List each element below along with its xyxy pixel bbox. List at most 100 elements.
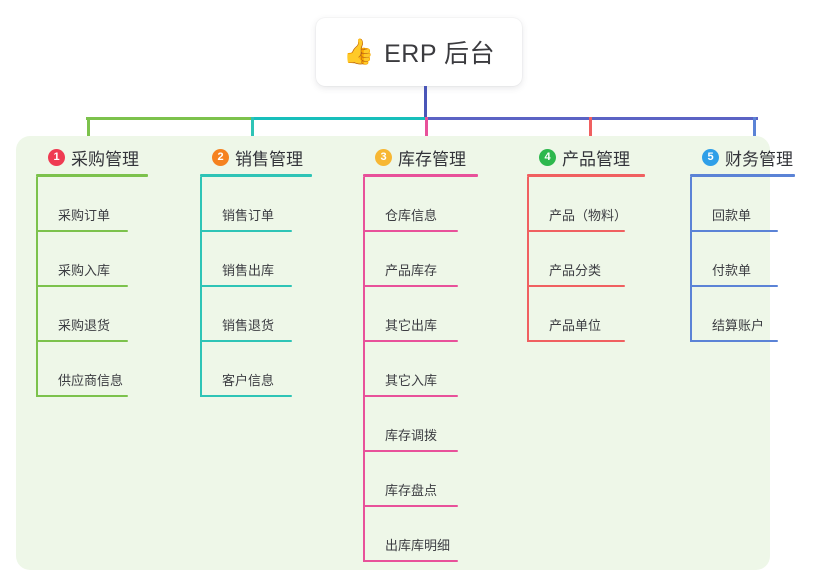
branch-column-库存管理: 3 库存管理仓库信息产品库存其它出库其它入库库存调拨库存盘点出库库明细 bbox=[363, 144, 478, 562]
leaf-label: 采购退货 bbox=[58, 318, 111, 333]
branch-title: 财务管理 bbox=[725, 149, 793, 169]
leaf-label: 产品分类 bbox=[549, 263, 602, 278]
branch-header-财务管理[interactable]: 5 财务管理 bbox=[690, 144, 795, 170]
branch-header-库存管理[interactable]: 3 库存管理 bbox=[363, 144, 478, 170]
branch-underline bbox=[690, 174, 795, 177]
leaf-underline bbox=[690, 285, 778, 287]
bar-segment-green bbox=[86, 117, 251, 120]
leaf-underline bbox=[690, 230, 778, 232]
thumbs-up-icon: 👍 bbox=[342, 37, 375, 66]
leaf-item[interactable]: 付款单 bbox=[690, 232, 795, 287]
leaf-item[interactable]: 客户信息 bbox=[200, 342, 312, 397]
branch-trunk bbox=[363, 177, 365, 562]
leaf-label: 销售出库 bbox=[222, 263, 275, 278]
leaf-label: 回款单 bbox=[712, 208, 752, 223]
leaf-underline bbox=[200, 285, 292, 287]
root-title: ERP 后台 bbox=[384, 40, 496, 68]
leaf-item[interactable]: 销售出库 bbox=[200, 232, 312, 287]
branch-column-财务管理: 5 财务管理回款单付款单结算账户 bbox=[690, 144, 795, 342]
leaf-item[interactable]: 库存盘点 bbox=[363, 452, 478, 507]
leaf-underline bbox=[363, 230, 458, 232]
branch-trunk bbox=[690, 177, 692, 342]
branch-badge-5: 5 bbox=[702, 148, 719, 166]
drop-line-4 bbox=[589, 117, 592, 150]
leaf-label: 库存盘点 bbox=[385, 483, 438, 498]
leaf-item[interactable]: 产品（物料） bbox=[527, 177, 645, 232]
branch-column-采购管理: 1 采购管理采购订单采购入库采购退货供应商信息 bbox=[36, 144, 148, 397]
leaf-underline bbox=[200, 395, 292, 397]
leaf-underline bbox=[363, 560, 458, 562]
leaf-label: 销售退货 bbox=[222, 318, 275, 333]
leaf-underline bbox=[363, 450, 458, 452]
leaf-item[interactable]: 销售退货 bbox=[200, 287, 312, 342]
leaf-underline bbox=[363, 395, 458, 397]
leaf-label: 付款单 bbox=[712, 263, 752, 278]
leaf-item[interactable]: 产品库存 bbox=[363, 232, 478, 287]
leaf-underline bbox=[36, 340, 128, 342]
leaf-item[interactable]: 销售订单 bbox=[200, 177, 312, 232]
leaf-label: 产品（物料） bbox=[549, 208, 628, 223]
branch-trunk bbox=[527, 177, 529, 342]
branch-header-销售管理[interactable]: 2 销售管理 bbox=[200, 144, 312, 170]
leaf-item[interactable]: 其它入库 bbox=[363, 342, 478, 397]
leaf-item[interactable]: 产品单位 bbox=[527, 287, 645, 342]
leaf-item[interactable]: 仓库信息 bbox=[363, 177, 478, 232]
leaf-list: 采购订单采购入库采购退货供应商信息 bbox=[36, 177, 148, 397]
root-node[interactable]: 👍 ERP 后台 bbox=[316, 18, 522, 86]
branch-badge-3: 3 bbox=[375, 148, 392, 166]
bar-segment-teal bbox=[251, 117, 425, 120]
branches-panel bbox=[16, 136, 770, 570]
branch-title: 产品管理 bbox=[562, 149, 630, 169]
branch-underline bbox=[527, 174, 645, 177]
leaf-item[interactable]: 供应商信息 bbox=[36, 342, 148, 397]
branch-badge-2: 2 bbox=[212, 148, 229, 166]
branch-title: 库存管理 bbox=[398, 149, 466, 169]
leaf-label: 客户信息 bbox=[222, 373, 275, 388]
drop-line-1 bbox=[87, 117, 90, 150]
leaf-item[interactable]: 回款单 bbox=[690, 177, 795, 232]
leaf-label: 产品单位 bbox=[549, 318, 602, 333]
leaf-label: 销售订单 bbox=[222, 208, 275, 223]
leaf-underline bbox=[363, 285, 458, 287]
leaf-item[interactable]: 出库库明细 bbox=[363, 507, 478, 562]
leaf-label: 供应商信息 bbox=[58, 373, 124, 388]
drop-line-3 bbox=[425, 117, 428, 150]
leaf-item[interactable]: 采购退货 bbox=[36, 287, 148, 342]
leaf-underline bbox=[363, 340, 458, 342]
leaf-item[interactable]: 产品分类 bbox=[527, 232, 645, 287]
leaf-item[interactable]: 采购入库 bbox=[36, 232, 148, 287]
leaf-label: 其它出库 bbox=[385, 318, 438, 333]
leaf-label: 产品库存 bbox=[385, 263, 438, 278]
leaf-item[interactable]: 其它出库 bbox=[363, 287, 478, 342]
leaf-item[interactable]: 采购订单 bbox=[36, 177, 148, 232]
leaf-item[interactable]: 结算账户 bbox=[690, 287, 795, 342]
leaf-list: 仓库信息产品库存其它出库其它入库库存调拨库存盘点出库库明细 bbox=[363, 177, 478, 562]
leaf-label: 其它入库 bbox=[385, 373, 438, 388]
branch-header-采购管理[interactable]: 1 采购管理 bbox=[36, 144, 148, 170]
leaf-underline bbox=[363, 505, 458, 507]
leaf-list: 销售订单销售出库销售退货客户信息 bbox=[200, 177, 312, 397]
branch-title: 销售管理 bbox=[235, 149, 303, 169]
leaf-underline bbox=[527, 230, 625, 232]
leaf-underline bbox=[527, 285, 625, 287]
leaf-item[interactable]: 库存调拨 bbox=[363, 397, 478, 452]
branch-title: 采购管理 bbox=[71, 149, 139, 169]
leaf-label: 结算账户 bbox=[712, 318, 765, 333]
leaf-underline bbox=[36, 395, 128, 397]
drop-line-2 bbox=[251, 117, 254, 150]
leaf-list: 产品（物料） 产品分类产品单位 bbox=[527, 177, 645, 342]
branch-underline bbox=[36, 174, 148, 177]
leaf-underline bbox=[36, 230, 128, 232]
leaf-label: 仓库信息 bbox=[385, 208, 438, 223]
leaf-list: 回款单付款单结算账户 bbox=[690, 177, 795, 342]
branch-trunk bbox=[36, 177, 38, 397]
leaf-label: 出库库明细 bbox=[385, 538, 451, 553]
leaf-underline bbox=[690, 340, 778, 342]
leaf-underline bbox=[200, 340, 292, 342]
leaf-underline bbox=[200, 230, 292, 232]
branch-column-销售管理: 2 销售管理销售订单销售出库销售退货客户信息 bbox=[200, 144, 312, 397]
branch-badge-1: 1 bbox=[48, 148, 65, 166]
branch-underline bbox=[200, 174, 312, 177]
